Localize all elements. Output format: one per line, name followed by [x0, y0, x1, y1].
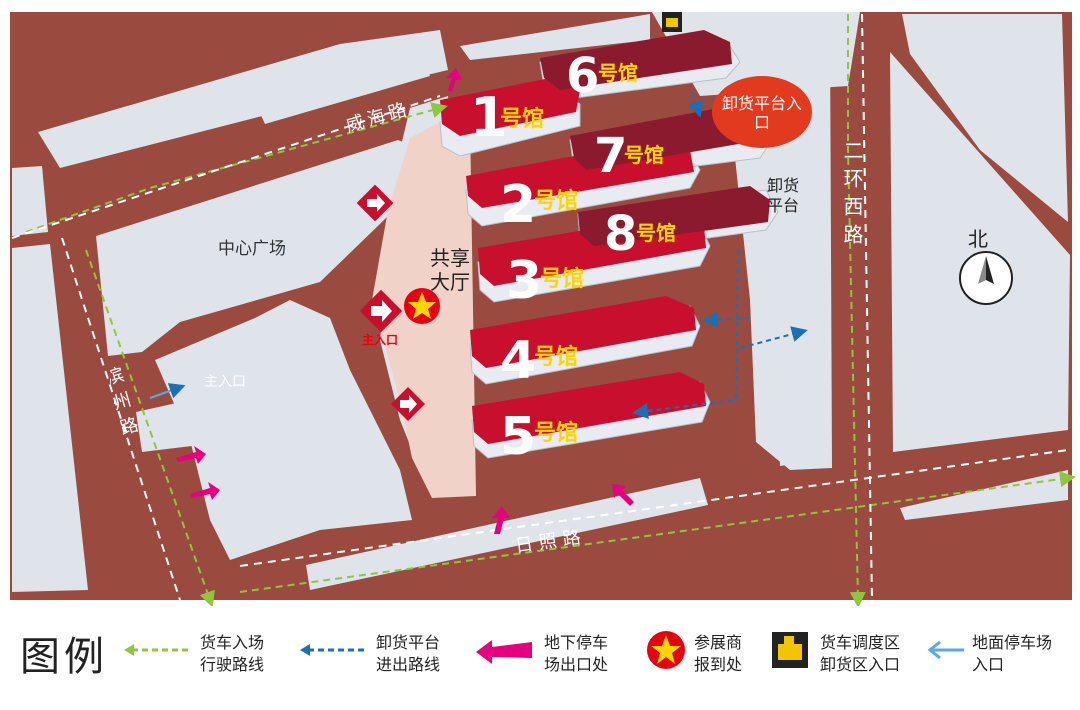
hall-6-suffix: 号馆 [598, 61, 638, 85]
legend-line: 行驶路线 [200, 655, 265, 674]
hall-8-suffix: 号馆 [636, 221, 676, 245]
hall-4-suffix: 号馆 [534, 344, 578, 369]
legend-item-truck-dispatch: 货车调度区 卸货区入口 [770, 628, 920, 678]
entrance-arrow-icon [400, 395, 417, 413]
hall-5-number: 5 [500, 407, 536, 467]
legend-item-underground-exit: 地下停车 场出口处 [472, 628, 632, 678]
legend: 图例 货车入场 行驶路线 卸货平台 进出路线 地下停车 场出口处 [0, 606, 1080, 710]
legend-line: 地下停车 [544, 633, 609, 652]
binzhou-road-label-box: 滨州路 [110, 366, 143, 446]
unloading-top-label-box: 卸货平台入口 [722, 94, 803, 132]
legend-line: 卸货平台 [376, 633, 441, 652]
expo-site-map: 1 号馆 2 号馆 3 号馆 4 号馆 5 号馆 6 号馆 7 号馆 8 号馆 [10, 12, 1076, 606]
compass [959, 251, 1013, 305]
legend-line: 参展商 [694, 633, 743, 652]
legend-item-registration: 参展商 报到处 [644, 628, 774, 678]
north-arrow-icon [986, 256, 994, 284]
hall-3-suffix: 号馆 [540, 266, 584, 291]
shared-hall-label: 共享大厅 [430, 246, 470, 294]
central-plaza-label: 中心广场 [218, 239, 286, 259]
erhuan-west-road-label: 二环西路 [840, 140, 864, 252]
legend-line: 场出口处 [544, 655, 609, 674]
binzhou-road-label: 滨州路 [110, 366, 143, 446]
legend-text: 地面停车场 入口 [972, 632, 1052, 676]
blue-dashed-arrow-icon [300, 644, 364, 656]
hall-1-number: 1 [470, 86, 508, 149]
magenta-arrow-icon [476, 640, 532, 664]
unloading-right-label-box: 卸货平台 [766, 176, 799, 215]
unloading-right-label: 卸货平台 [766, 176, 799, 215]
erhuan-west-road-label-box: 二环西路 [840, 140, 864, 252]
legend-line: 地面停车场 [972, 633, 1053, 652]
unloading-platform-badge [712, 76, 812, 148]
legend-item-truck-route: 货车入场 行驶路线 [120, 628, 280, 678]
entrance-markers [356, 184, 425, 421]
main-entrance-plaza-label: 主入口 [362, 332, 398, 347]
parking-entrance-arrow-icon [149, 383, 186, 399]
unloading-top-label: 卸货平台入口 [722, 94, 803, 132]
legend-text: 卸货平台 进出路线 [376, 632, 440, 676]
entrance-arrow-icon [371, 300, 392, 322]
hall-8[interactable] [578, 186, 770, 246]
hall-6-number: 6 [566, 48, 599, 104]
legend-title: 图例 [20, 634, 108, 680]
legend-line: 入口 [972, 655, 1005, 674]
main-entrance-road-label: 主入口 [204, 374, 246, 390]
magenta-arrow-icon [190, 482, 220, 500]
legend-line: 进出路线 [376, 655, 441, 674]
legend-text: 货车入场 行驶路线 [200, 632, 264, 676]
truck-dispatch-icon [772, 632, 808, 668]
hall-7-number: 7 [594, 128, 627, 184]
legend-item-unloading-route: 卸货平台 进出路线 [296, 628, 456, 678]
truck-dispatch-icon [662, 12, 682, 32]
red-star-icon [408, 292, 436, 319]
hall-6[interactable] [540, 30, 732, 90]
registration-marker [404, 288, 440, 324]
city-blocks [12, 12, 1070, 592]
magenta-arrow-icon [612, 484, 634, 506]
lane-markings [11, 13, 1069, 601]
hall-8-number: 8 [604, 206, 637, 262]
legend-text: 参展商 报到处 [694, 632, 742, 676]
compass-north-label: 北 [968, 227, 988, 251]
shared-hall-label-box: 共享大厅 [430, 246, 470, 294]
hall-1-suffix: 号馆 [500, 106, 544, 131]
hall-5[interactable] [472, 372, 706, 444]
hall-5-suffix: 号馆 [534, 420, 578, 445]
legend-line: 报到处 [694, 655, 743, 674]
legend-line: 卸货区入口 [820, 655, 901, 674]
legend-line: 货车入场 [200, 633, 265, 652]
hall-4-number: 4 [500, 331, 536, 391]
hall-3-number: 3 [506, 251, 542, 311]
hall-2-number: 2 [500, 175, 536, 235]
legend-text: 货车调度区 卸货区入口 [820, 632, 900, 676]
hall-4[interactable] [470, 296, 696, 368]
red-star-icon [647, 631, 685, 669]
hall-7-suffix: 号馆 [624, 143, 664, 167]
magenta-arrow-icon [446, 68, 462, 92]
green-dashed-arrow-icon [124, 644, 188, 656]
hall-1[interactable] [440, 76, 580, 136]
hall-2-suffix: 号馆 [534, 188, 578, 213]
magenta-arrow-icon [176, 446, 206, 464]
hall-labels: 1 号馆 2 号馆 3 号馆 4 号馆 5 号馆 6 号馆 7 号馆 8 号馆 [470, 48, 676, 467]
light-blue-arrow-icon [927, 640, 964, 660]
legend-line: 货车调度区 [820, 633, 901, 652]
entrance-arrow-icon [367, 194, 385, 212]
legend-text: 地下停车 场出口处 [544, 632, 608, 676]
legend-item-ground-parking: 地面停车场 入口 [924, 628, 1074, 678]
underground-exits [176, 68, 634, 534]
unloading-route [632, 91, 808, 419]
truck-route [25, 14, 1076, 606]
magenta-arrow-icon [492, 506, 510, 534]
